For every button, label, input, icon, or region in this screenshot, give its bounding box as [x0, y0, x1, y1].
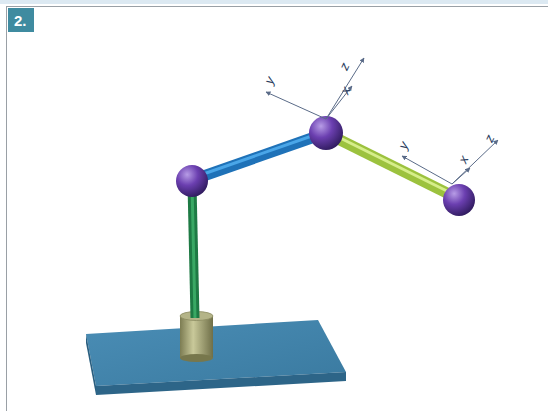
end-effector-sphere [443, 184, 475, 216]
coordinate-frame [266, 58, 364, 119]
base-plate-edge [96, 372, 346, 395]
link-3 [326, 133, 459, 199]
link-2-highlight [192, 131, 326, 178]
link-1-highlight [192, 184, 195, 318]
frame-border [7, 7, 548, 411]
base-plate-side [86, 334, 96, 395]
link-2 [192, 133, 326, 180]
figure-number: 2. [8, 8, 34, 32]
coordinate-frame [402, 140, 498, 184]
joint-sphere [176, 165, 208, 197]
joint-sphere [309, 116, 343, 150]
axis-label: x [338, 85, 353, 96]
axis-label: y [396, 140, 411, 151]
axis-label: x [456, 154, 471, 165]
axis-label: z [337, 61, 352, 72]
top-band [0, 0, 548, 4]
link-3-highlight [326, 131, 459, 197]
axis-label: y [262, 75, 277, 86]
base-cylinder-bottom [180, 354, 213, 362]
axis-label: z [482, 133, 497, 144]
link-1 [192, 184, 195, 318]
base-cylinder [180, 316, 213, 358]
